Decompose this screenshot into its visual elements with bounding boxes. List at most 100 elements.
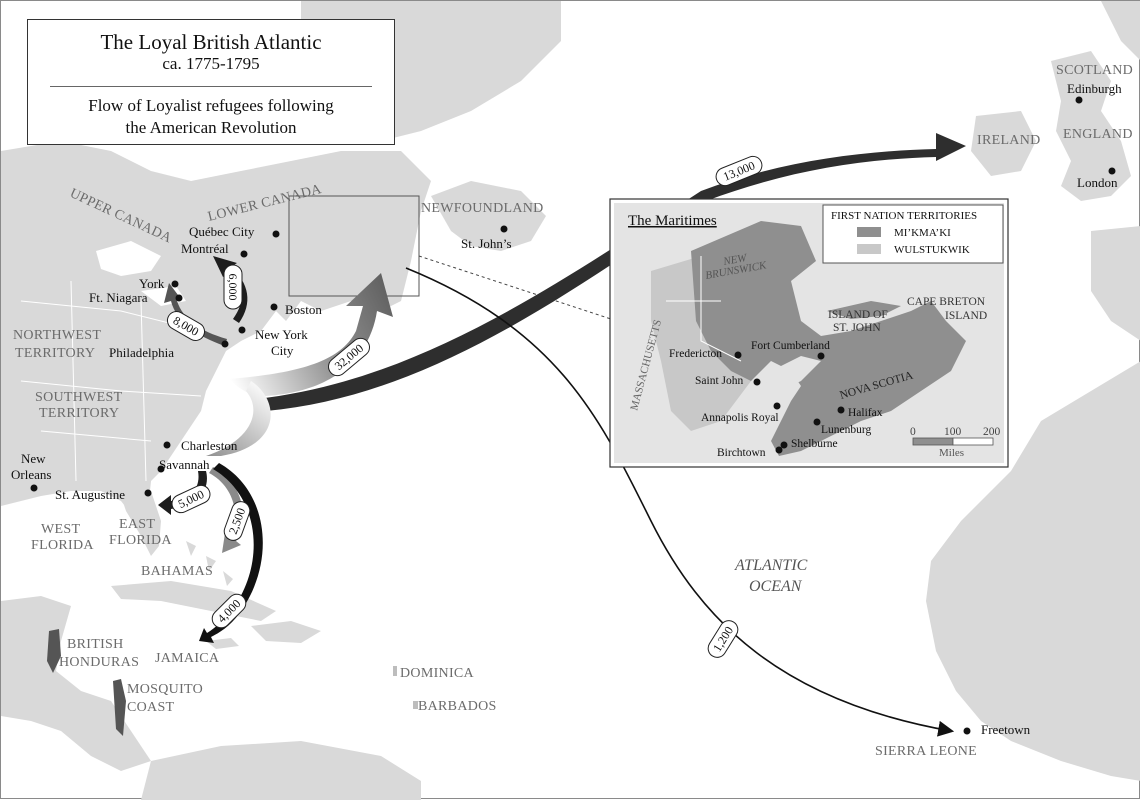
flow-label-quebec: 6,000 bbox=[223, 264, 243, 310]
title-divider bbox=[50, 86, 372, 87]
maritimes-locator-box bbox=[288, 195, 420, 297]
land-mexico-central-america bbox=[1, 596, 151, 771]
legend-label-wulstukwik: WULSTUKWIK bbox=[894, 244, 970, 256]
inset-city-fredericton: Fredericton bbox=[669, 348, 722, 360]
region-west-florida: WEST bbox=[41, 522, 80, 537]
land-hispaniola bbox=[251, 621, 321, 643]
maritimes-inset: The Maritimes FIRST NATION TERRITORIES M… bbox=[609, 198, 1009, 468]
flow-arrow-quebec bbox=[213, 256, 248, 323]
scale-unit: Miles bbox=[939, 447, 964, 459]
ocean-label: ATLANTIC bbox=[734, 557, 808, 574]
region-mosquito-coast: MOSQUITO bbox=[127, 682, 203, 697]
city-markers bbox=[30, 96, 1116, 735]
region-british-honduras: BRITISH bbox=[67, 637, 124, 652]
land-south-america-north bbox=[141, 741, 421, 800]
region-east-florida-2: FLORIDA bbox=[109, 533, 172, 548]
inset-city-fort-cumberland: Fort Cumberland bbox=[751, 340, 830, 352]
flow-label-bahamas: 2,500 bbox=[223, 501, 251, 541]
city-new-orleans: New bbox=[21, 451, 46, 466]
flow-arrow-east-florida bbox=[158, 471, 207, 515]
inset-city-lunenburg: Lunenburg bbox=[821, 424, 872, 436]
scale-tick-0: 0 bbox=[910, 426, 916, 438]
inset-new-brunswick: NEW bbox=[721, 252, 748, 268]
city-savannah: Savannah bbox=[159, 457, 210, 472]
inset-borders bbox=[666, 256, 742, 362]
city-new-york-2: City bbox=[271, 343, 294, 358]
svg-text:6,000: 6,000 bbox=[226, 274, 240, 301]
great-lakes bbox=[96, 241, 186, 306]
legend-swatch-mikmaki bbox=[857, 227, 881, 237]
inset-city-halifax: Halifax bbox=[848, 407, 883, 419]
city-edinburgh: Edinburgh bbox=[1067, 81, 1122, 96]
city-london: London bbox=[1077, 175, 1118, 190]
flow-label-sierra-leone: 1,200 bbox=[707, 620, 739, 658]
region-mosquito-coast-2: COAST bbox=[127, 700, 175, 715]
region-west-florida-2: FLORIDA bbox=[31, 538, 94, 553]
city-st-augustine: St. Augustine bbox=[55, 487, 125, 502]
flow-arrow-southward bbox=[206, 381, 271, 456]
region-east-florida: EAST bbox=[119, 517, 155, 532]
region-bahamas: BAHAMAS bbox=[141, 564, 213, 579]
legend-label-mikmaki: MI’KMA’KI bbox=[894, 227, 951, 239]
land-mosquito-coast bbox=[113, 679, 126, 736]
locator-leader bbox=[418, 255, 612, 320]
region-southwest-territory: SOUTHWEST bbox=[35, 390, 123, 405]
region-dominica: DOMINICA bbox=[400, 666, 475, 681]
city-boston: Boston bbox=[285, 302, 322, 317]
land-scandinavia-edge bbox=[1101, 1, 1140, 60]
map-title-box: The Loyal British Atlantic ca. 1775-1795… bbox=[27, 19, 395, 145]
city-new-orleans-2: Orleans bbox=[11, 467, 51, 482]
inset-pei bbox=[827, 301, 901, 319]
flow-label-east-florida: 5,000 bbox=[171, 484, 211, 514]
region-england: ENGLAND bbox=[1063, 127, 1133, 142]
city-quebec: Québec City bbox=[189, 224, 255, 239]
legend-title: FIRST NATION TERRITORIES bbox=[831, 210, 977, 222]
city-charleston: Charleston bbox=[181, 438, 238, 453]
city-freetown: Freetown bbox=[981, 722, 1031, 737]
inset-scale-bar: 0 100 200 Miles bbox=[910, 426, 1001, 459]
inset-island-st-john-2: ST. JOHN bbox=[833, 322, 881, 334]
flow-arrow-maritimes bbox=[229, 273, 393, 397]
inset-cape-breton-2: ISLAND bbox=[945, 310, 987, 322]
scale-tick-200: 200 bbox=[983, 426, 1001, 438]
map-dates: ca. 1775-1795 bbox=[162, 54, 260, 73]
city-philadelphia: Philadelphia bbox=[109, 345, 174, 360]
region-barbados: BARBADOS bbox=[418, 699, 497, 714]
region-northwest-territory: NORTHWEST bbox=[13, 328, 101, 343]
map-subtitle-1: Flow of Loyalist refugees following bbox=[88, 96, 334, 115]
inset-city-saint-john: Saint John bbox=[695, 375, 743, 387]
city-york: York bbox=[139, 276, 165, 291]
inset-cape-breton: CAPE BRETON bbox=[907, 296, 986, 308]
inset-island-st-john: ISLAND OF bbox=[828, 309, 888, 321]
region-scotland: SCOTLAND bbox=[1056, 63, 1133, 78]
region-northwest-territory-2: TERRITORY bbox=[15, 346, 95, 361]
region-southwest-territory-2: TERRITORY bbox=[39, 406, 119, 421]
inset-city-annapolis-royal: Annapolis Royal bbox=[701, 412, 779, 424]
region-jamaica: JAMAICA bbox=[155, 651, 220, 666]
land-newfoundland bbox=[431, 181, 546, 251]
city-st-johns: St. John’s bbox=[461, 236, 512, 251]
map-subtitle-2: the American Revolution bbox=[125, 118, 297, 137]
flow-line-sierra-leone bbox=[405, 267, 955, 737]
land-north-america bbox=[1, 141, 431, 546]
land-africa bbox=[926, 361, 1140, 781]
city-montreal: Montréal bbox=[181, 241, 229, 256]
scale-tick-100: 100 bbox=[944, 426, 962, 438]
land-europe-mainland bbox=[1091, 226, 1140, 341]
land-florida bbox=[121, 491, 161, 556]
inset-mikmaki bbox=[691, 221, 966, 456]
land-britain bbox=[1051, 51, 1131, 201]
flow-label-ireland: 13,000 bbox=[715, 155, 763, 187]
inset-bay-of-fundy bbox=[761, 356, 821, 393]
land-lesser-antilles bbox=[393, 666, 418, 709]
inset-title: The Maritimes bbox=[628, 213, 717, 229]
region-ireland: IRELAND bbox=[977, 133, 1041, 148]
land-jamaica bbox=[206, 638, 239, 649]
inset-city-markers bbox=[734, 351, 845, 454]
inset-city-birchtown: Birchtown bbox=[717, 447, 766, 459]
city-ft-niagara: Ft. Niagara bbox=[89, 290, 148, 305]
region-british-honduras-2: HONDURAS bbox=[59, 655, 139, 670]
map-title: The Loyal British Atlantic bbox=[100, 30, 322, 54]
